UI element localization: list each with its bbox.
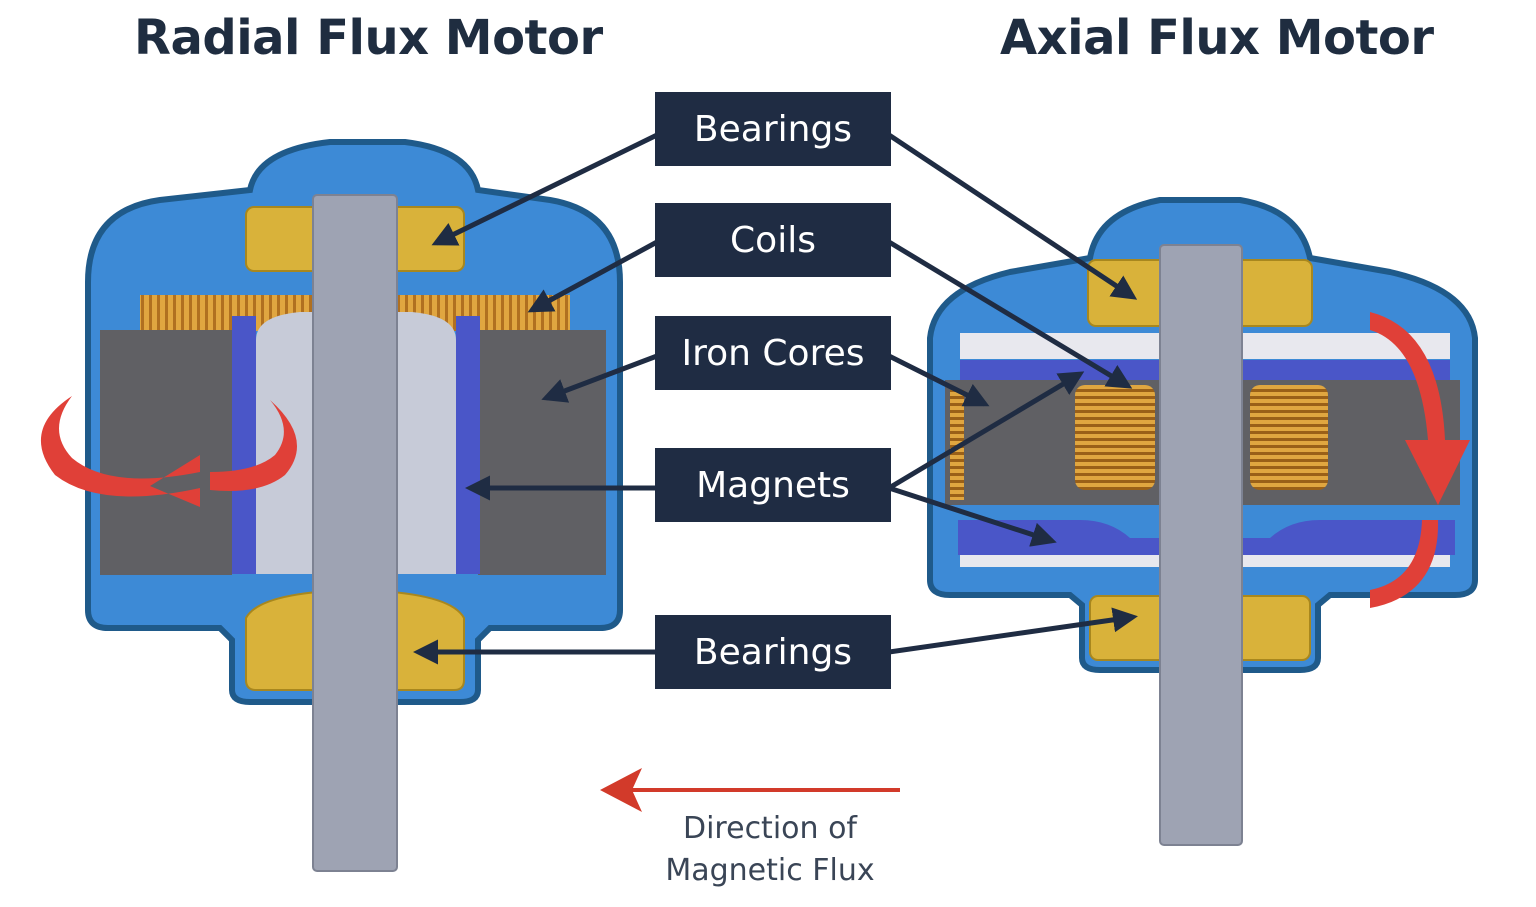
flux-label-line1: Direction of <box>683 811 857 846</box>
arrow-iron-axial <box>887 353 990 407</box>
arrow-magnets-axial-bottom <box>888 485 1057 547</box>
flux-direction-arrow <box>600 768 900 812</box>
arrow-iron-radial <box>541 353 658 403</box>
flux-direction-label: Direction of Magnetic Flux <box>640 808 900 892</box>
radial-iron-left <box>100 330 232 575</box>
axial-title: Axial Flux Motor <box>1000 10 1434 66</box>
radial-iron-right <box>478 330 606 575</box>
label-magnets: Magnets <box>655 448 891 522</box>
flux-label-line2: Magnetic Flux <box>665 853 875 888</box>
axial-rotation-arrow <box>1370 312 1470 505</box>
axial-coil-right <box>1250 385 1328 490</box>
axial-motor <box>927 197 1478 846</box>
radial-shaft <box>312 194 398 872</box>
axial-shaft <box>1159 244 1243 846</box>
arrow-bearings-top-axial <box>887 132 1138 300</box>
radial-title: Radial Flux Motor <box>134 10 603 66</box>
arrow-coils-axial <box>887 239 1133 389</box>
radial-magnet-right <box>456 316 480 574</box>
radial-rotation-arrow-tail <box>210 400 297 491</box>
arrow-bearings-bottom-axial <box>888 607 1138 655</box>
radial-rotation-arrow <box>40 396 200 507</box>
label-coils: Coils <box>655 203 891 277</box>
radial-motor <box>40 139 623 872</box>
label-bearings-top: Bearings <box>655 92 891 166</box>
axial-rotation-arrow-tail <box>1370 520 1439 608</box>
axial-coil-left <box>1075 385 1155 490</box>
label-bearings-bottom: Bearings <box>655 615 891 689</box>
radial-magnet-left <box>232 316 256 574</box>
arrow-coils-radial <box>527 239 659 313</box>
axial-magnet-bottom <box>958 520 1455 555</box>
arrow-magnets-axial-top <box>887 371 1085 491</box>
label-iron-cores: Iron Cores <box>655 316 891 390</box>
callout-arrows <box>413 132 1138 665</box>
arrow-bearings-top-radial <box>431 132 659 246</box>
